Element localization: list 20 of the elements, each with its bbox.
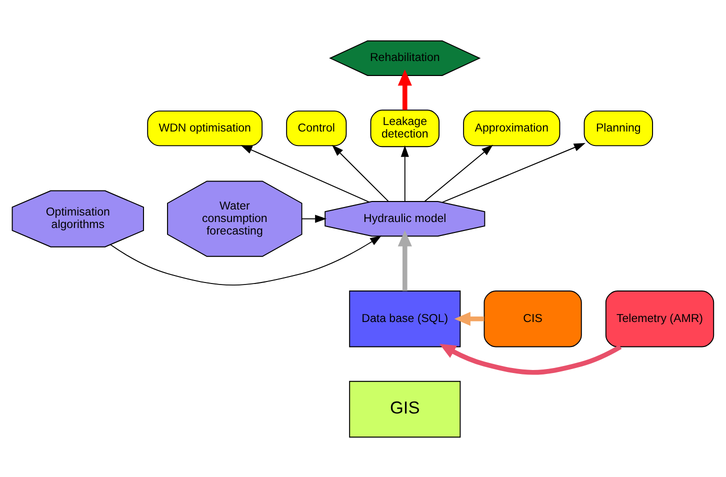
arrow <box>110 234 382 286</box>
node-box: Approximation <box>463 110 560 146</box>
node-box: GIS <box>349 380 461 438</box>
arrow <box>442 142 586 202</box>
node-box: Control <box>286 110 347 146</box>
arrow <box>332 144 389 202</box>
arrow <box>240 144 370 202</box>
arrow <box>301 214 327 222</box>
arrow <box>398 230 412 290</box>
node-box: Leakage detection <box>370 109 440 147</box>
arrow <box>454 311 484 326</box>
arrow <box>400 144 409 202</box>
arrow <box>439 343 622 374</box>
arrow <box>424 144 494 202</box>
arrow <box>398 68 412 110</box>
node-box: Data base (SQL) <box>349 290 461 347</box>
node-box: CIS <box>484 290 582 347</box>
node-box: Telemetry (AMR) <box>605 290 714 347</box>
node-box: WDN optimisation <box>147 110 263 146</box>
node-box: Planning <box>584 110 654 146</box>
